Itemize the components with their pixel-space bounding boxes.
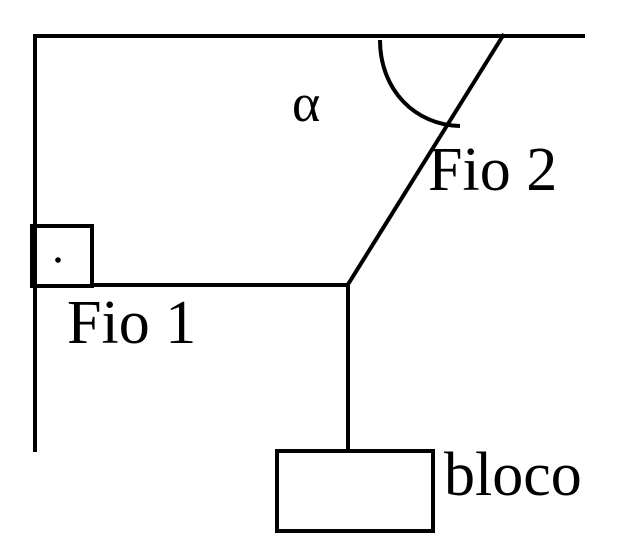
wire-2-label: Fio 2 bbox=[428, 136, 557, 204]
angle-arc bbox=[378, 39, 461, 128]
right-angle-dot bbox=[55, 257, 61, 263]
right-angle-marker bbox=[30, 224, 94, 288]
block-label: bloco bbox=[444, 441, 582, 509]
angle-label: α bbox=[292, 73, 320, 133]
block-rectangle bbox=[275, 449, 435, 533]
wire-1-label: Fio 1 bbox=[67, 289, 196, 357]
wire-2 bbox=[345, 32, 506, 288]
